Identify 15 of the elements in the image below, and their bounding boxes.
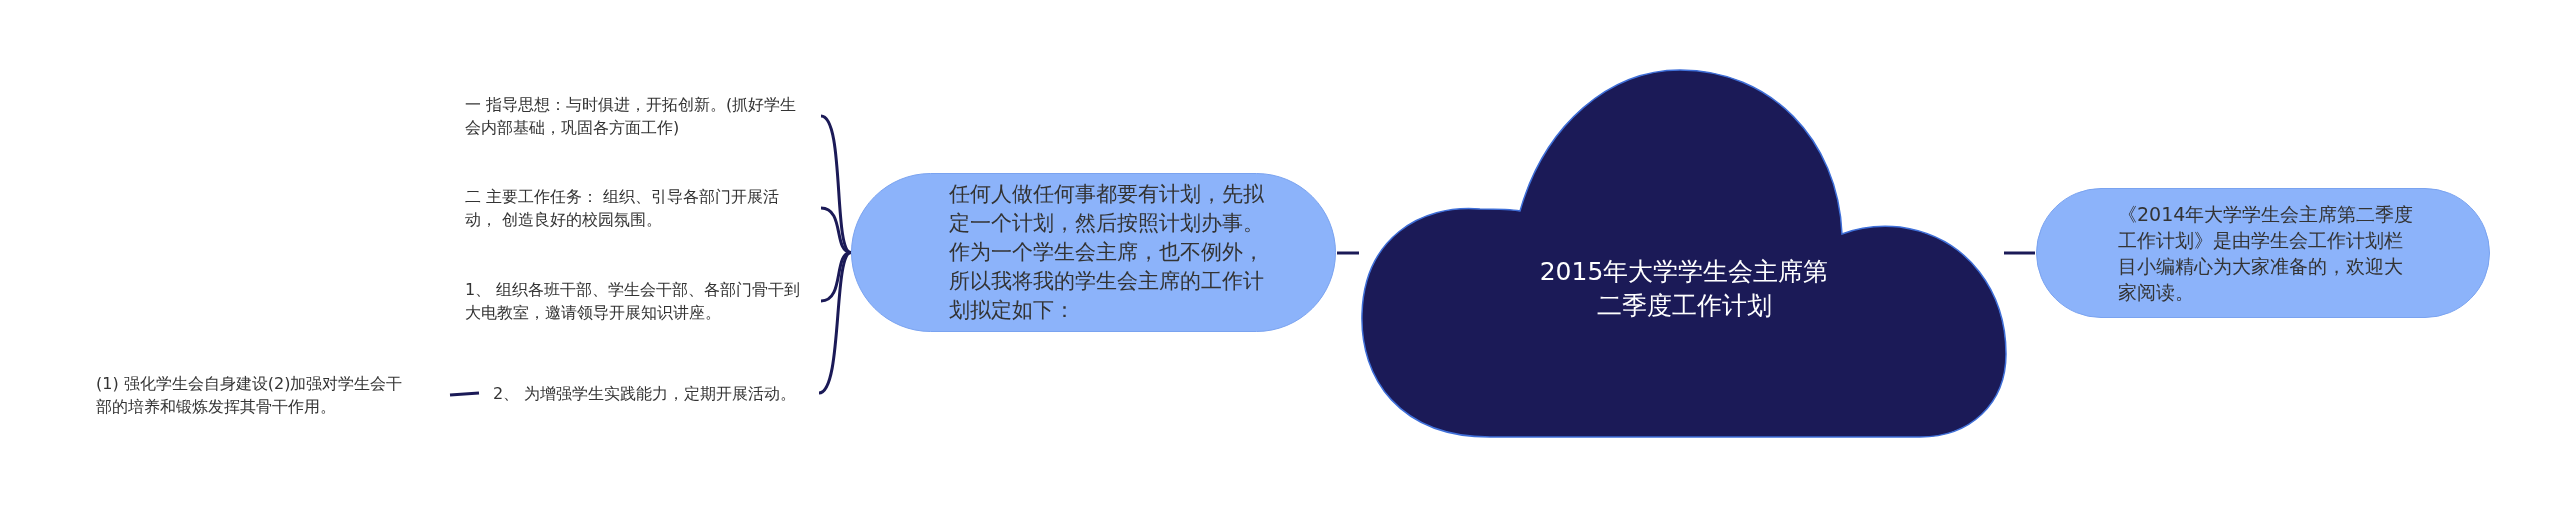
connector-line xyxy=(449,391,480,397)
branch-text: 二 主要工作任务： 组织、引导各部门开展活动， 创造良好的校园氛围。 xyxy=(465,186,781,231)
branch-text: 1、 组织各班干部、学生会干部、各部门骨干到大电教室，邀请领导开展知识讲座。 xyxy=(465,279,802,324)
branch-text: (1) 强化学生会自身建设(2)加强对学生会干部的培养和锻炼发挥其骨干作用。 xyxy=(96,373,404,418)
node-text: 《2014年大学学生会主席第二季度工作计划》是由学生会工作计划栏目小编精心为大家准备的，欢迎大家阅读。 xyxy=(2118,202,2415,305)
connector-line xyxy=(2004,251,2035,255)
connector-line xyxy=(820,251,852,303)
branch-text: 2、 为增强学生实践能力，定期开展活动。 xyxy=(493,382,798,405)
connector-line xyxy=(818,251,852,395)
cloud-shape xyxy=(1360,69,2008,438)
branch-text: 一 指导思想：与时俱进，开拓创新。(抓好学生会内部基础，巩固各方面工作) xyxy=(465,94,798,139)
topic-title: 2015年大学学生会主席第二季度工作计划 xyxy=(1538,255,1830,322)
connector-line xyxy=(820,114,852,254)
node-text: 任何人做任何事都要有计划，先拟定一个计划，然后按照计划办事。作为一个学生会主席，也不例外，所以我将我的学生会主席的工作计划拟定如下： xyxy=(948,181,1265,324)
connector-line xyxy=(1337,251,1359,255)
